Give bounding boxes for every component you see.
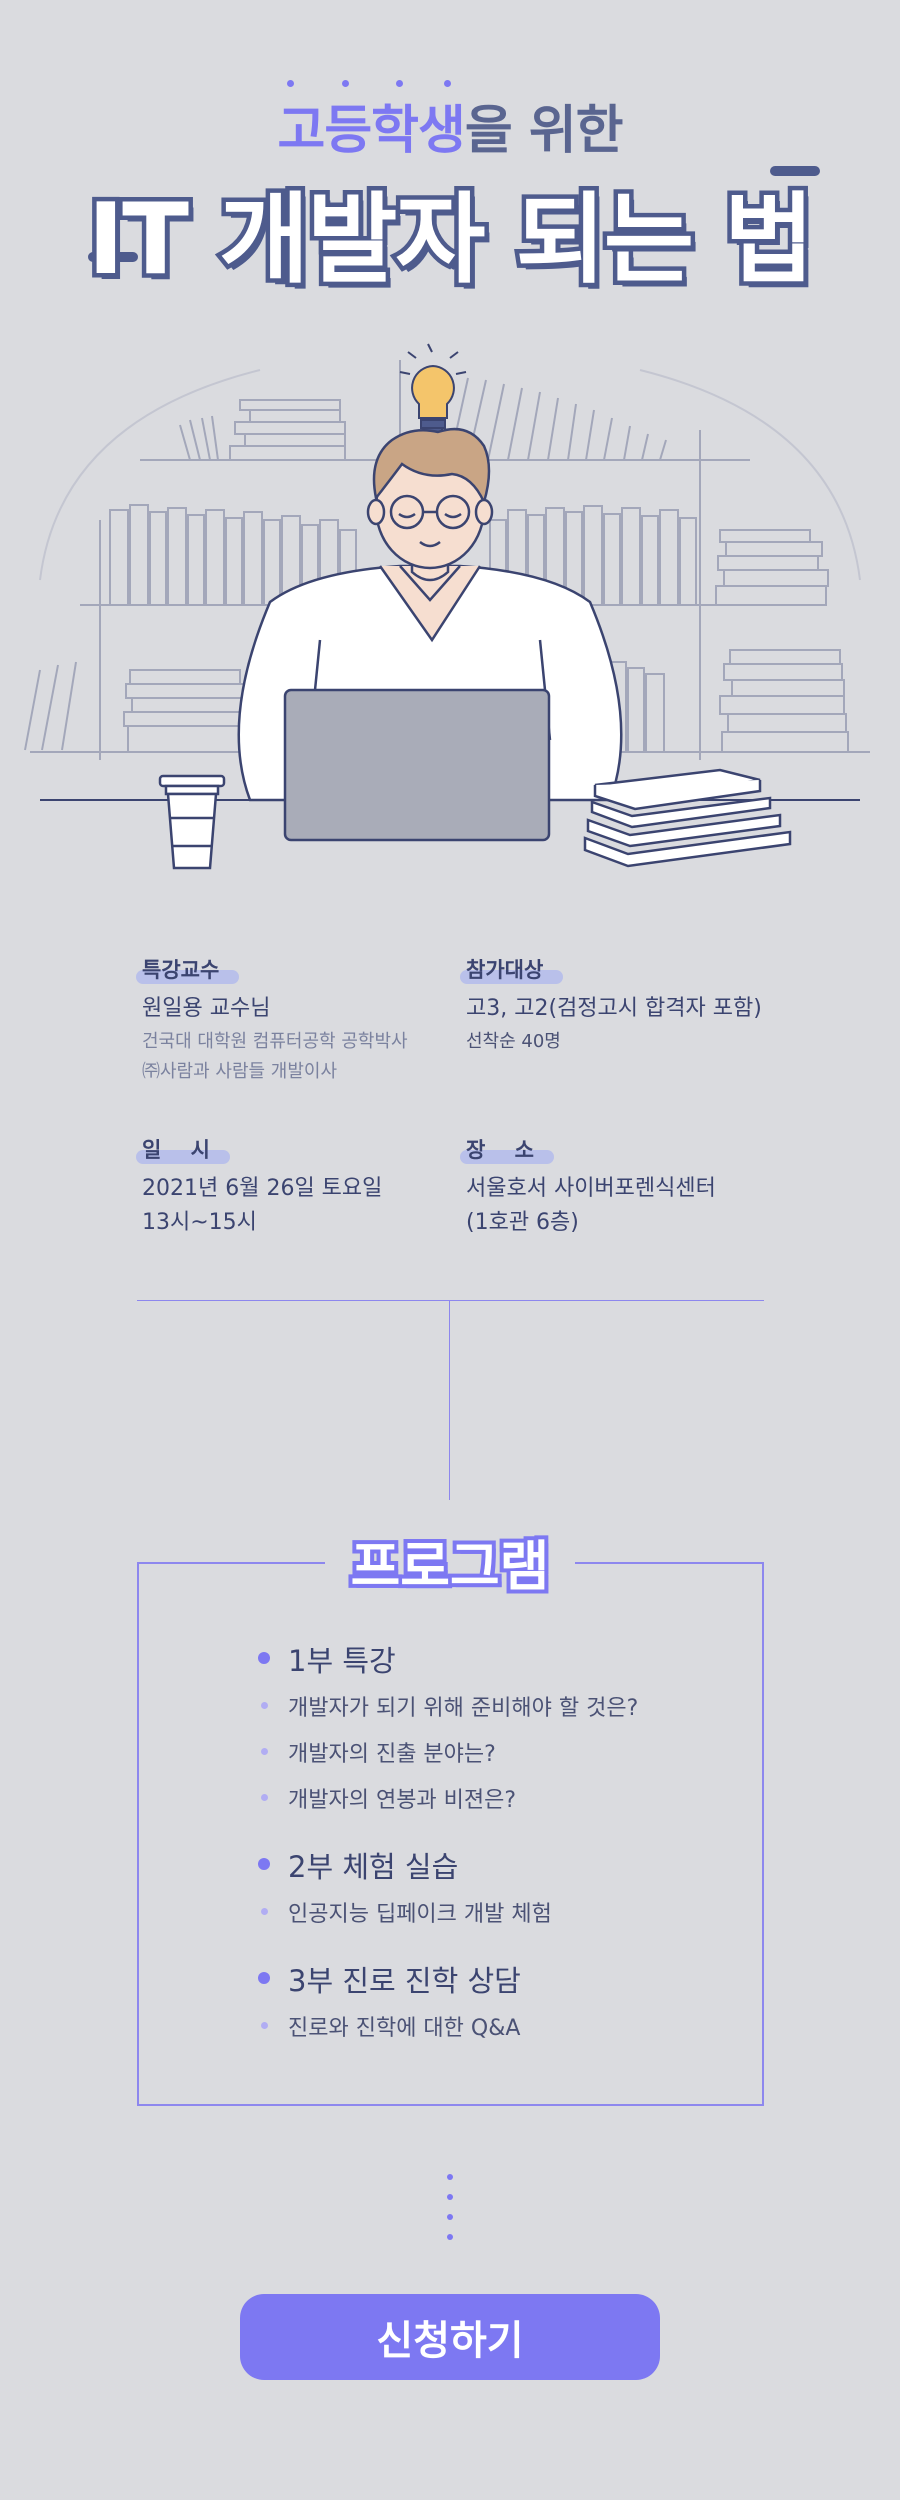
title-line-right xyxy=(770,166,820,176)
item-dot xyxy=(261,1748,268,1755)
subtitle-dots xyxy=(0,80,900,92)
lightbulb-icon xyxy=(399,343,467,437)
section-dot xyxy=(258,1858,270,1870)
developer-illustration xyxy=(24,343,870,870)
target-label: 참가대상 xyxy=(460,954,564,984)
main-title: IT 개발자 되는 법 xyxy=(83,179,819,302)
date-label: 일 시 xyxy=(136,1134,230,1164)
lecturer-degree: 건국대 대학원 컴퓨터공학 공학박사 xyxy=(142,1031,408,1052)
title-underline-left xyxy=(88,252,138,262)
subtitle: 고등학생을 위한 xyxy=(0,88,900,163)
date-day: 2021년 6월 26일 토요일 xyxy=(142,1176,383,1201)
program-item: 인공지능 딥페이크 개발 체험 xyxy=(288,1902,552,1927)
section-dot xyxy=(258,1972,270,1984)
program-item: 개발자의 연봉과 비젼은? xyxy=(288,1788,517,1813)
divider-line xyxy=(137,1300,764,1301)
program-title: 프로그램 xyxy=(347,1531,554,1602)
section-dot xyxy=(258,1652,270,1664)
item-dot xyxy=(261,1794,268,1801)
coffee-cup-icon xyxy=(158,774,226,870)
lecturer-label: 특강교수 xyxy=(136,954,240,984)
program-title-backdrop xyxy=(325,1530,575,1600)
laptop-icon xyxy=(283,688,551,842)
item-dot xyxy=(261,2022,268,2029)
target-main: 고3, 고2(검정고시 합격자 포함) xyxy=(466,996,762,1021)
item-dot xyxy=(261,1908,268,1915)
date-time: 13시~15시 xyxy=(142,1210,257,1235)
program-item: 진로와 진학에 대한 Q&A xyxy=(288,2016,521,2041)
program-item: 개발자가 되기 위해 준비해야 할 것은? xyxy=(288,1696,639,1721)
section-title-3: 3부 진로 진학 상담 xyxy=(288,1964,521,1998)
item-dot xyxy=(261,1702,268,1709)
lecturer-name: 원일용 교수님 xyxy=(142,996,271,1021)
lecturer-position: ㈜사람과 사람들 개발이사 xyxy=(142,1061,338,1082)
section-title-1: 1부 특강 xyxy=(288,1644,396,1678)
connector-line xyxy=(449,1300,450,1500)
place-floor: (1호관 6층) xyxy=(466,1210,579,1235)
target-sub: 선착순 40명 xyxy=(466,1031,561,1052)
place-label: 장 소 xyxy=(460,1134,554,1164)
place-name: 서울호서 사이버포렌식센터 xyxy=(466,1176,716,1201)
subtitle-rest: 을 위한 xyxy=(464,101,624,161)
subtitle-accent: 고등학생 xyxy=(277,101,466,161)
book-stack-icon xyxy=(583,768,792,868)
section-title-2: 2부 체험 실습 xyxy=(288,1850,459,1884)
apply-button[interactable]: 신청하기 xyxy=(240,2294,660,2380)
program-item: 개발자의 진출 분야는? xyxy=(288,1742,496,1767)
